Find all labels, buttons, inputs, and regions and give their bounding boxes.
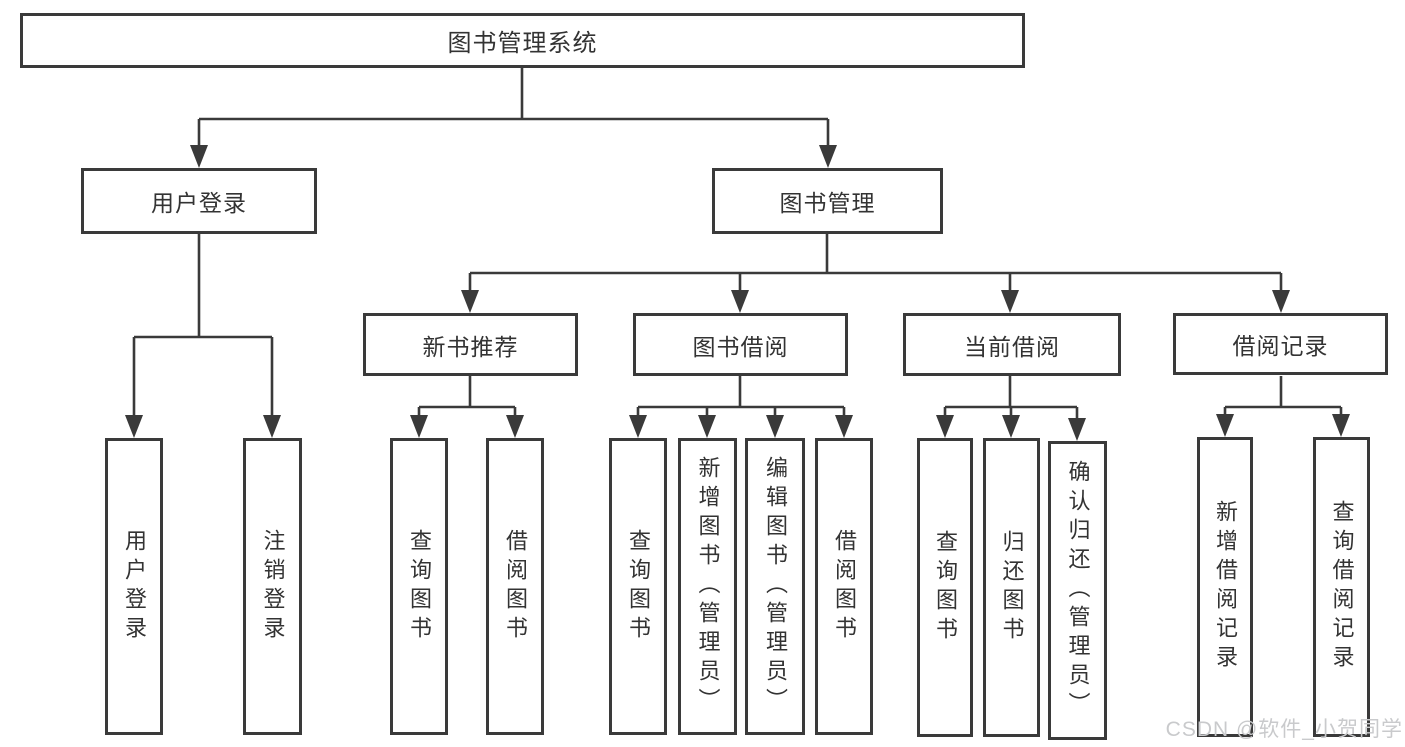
leaf-bb-borrow-book: 借阅图书 <box>815 438 873 735</box>
leaf-cb-confirm-return-admin-label: 确认归还（管理员） <box>1065 460 1091 721</box>
node-book-management-label: 图书管理 <box>779 190 876 216</box>
node-root-library-system: 图书管理系统 <box>20 13 1025 68</box>
leaf-bb-add-book-admin: 新增图书（管理员） <box>678 438 737 735</box>
leaf-bb-query-book-label: 查询图书 <box>626 528 651 645</box>
node-current-borrowing: 当前借阅 <box>903 313 1121 376</box>
node-book-management: 图书管理 <box>712 168 943 234</box>
leaf-bb-query-book: 查询图书 <box>609 438 667 735</box>
node-book-borrowing: 图书借阅 <box>633 313 848 376</box>
leaf-cb-return-book-label: 归还图书 <box>999 529 1025 646</box>
leaf-rec-borrow-book-label: 借阅图书 <box>503 528 528 645</box>
node-borrowing-records: 借阅记录 <box>1173 313 1388 375</box>
leaf-user-login: 用户登录 <box>105 438 163 735</box>
node-new-book-recommend-label: 新书推荐 <box>422 333 519 360</box>
leaf-logout: 注销登录 <box>243 438 302 735</box>
leaf-bb-borrow-book-label: 借阅图书 <box>832 528 857 645</box>
node-new-book-recommend: 新书推荐 <box>363 313 578 376</box>
leaf-rec-query-book-label: 查询图书 <box>407 528 432 645</box>
leaf-bb-add-book-admin-label: 新增图书（管理员） <box>695 456 721 717</box>
leaf-user-login-label: 用户登录 <box>122 528 147 645</box>
leaf-logout-label: 注销登录 <box>260 528 286 645</box>
node-borrowing-records-label: 借阅记录 <box>1232 333 1329 359</box>
leaf-br-query-record: 查询借阅记录 <box>1313 437 1370 737</box>
node-book-borrowing-label: 图书借阅 <box>692 333 789 360</box>
leaf-cb-return-book: 归还图书 <box>983 438 1040 737</box>
leaf-cb-query-book-label: 查询图书 <box>933 529 958 646</box>
leaf-cb-confirm-return-admin: 确认归还（管理员） <box>1048 441 1107 740</box>
leaf-rec-query-book: 查询图书 <box>390 438 448 735</box>
leaf-rec-borrow-book: 借阅图书 <box>486 438 544 735</box>
leaf-br-query-record-label: 查询借阅记录 <box>1329 500 1355 674</box>
node-current-borrowing-label: 当前借阅 <box>964 333 1060 360</box>
leaf-cb-query-book: 查询图书 <box>917 438 973 737</box>
leaf-br-add-record-label: 新增借阅记录 <box>1213 500 1238 674</box>
node-user-login: 用户登录 <box>81 168 317 234</box>
leaf-br-add-record: 新增借阅记录 <box>1197 437 1253 737</box>
node-user-login-label: 用户登录 <box>151 190 247 216</box>
node-root-label: 图书管理系统 <box>447 30 598 57</box>
leaf-bb-edit-book-admin-label: 编辑图书（管理员） <box>763 456 788 717</box>
leaf-bb-edit-book-admin: 编辑图书（管理员） <box>745 438 805 735</box>
csdn-watermark: CSDN @软件_小贺同学 <box>1165 718 1403 741</box>
